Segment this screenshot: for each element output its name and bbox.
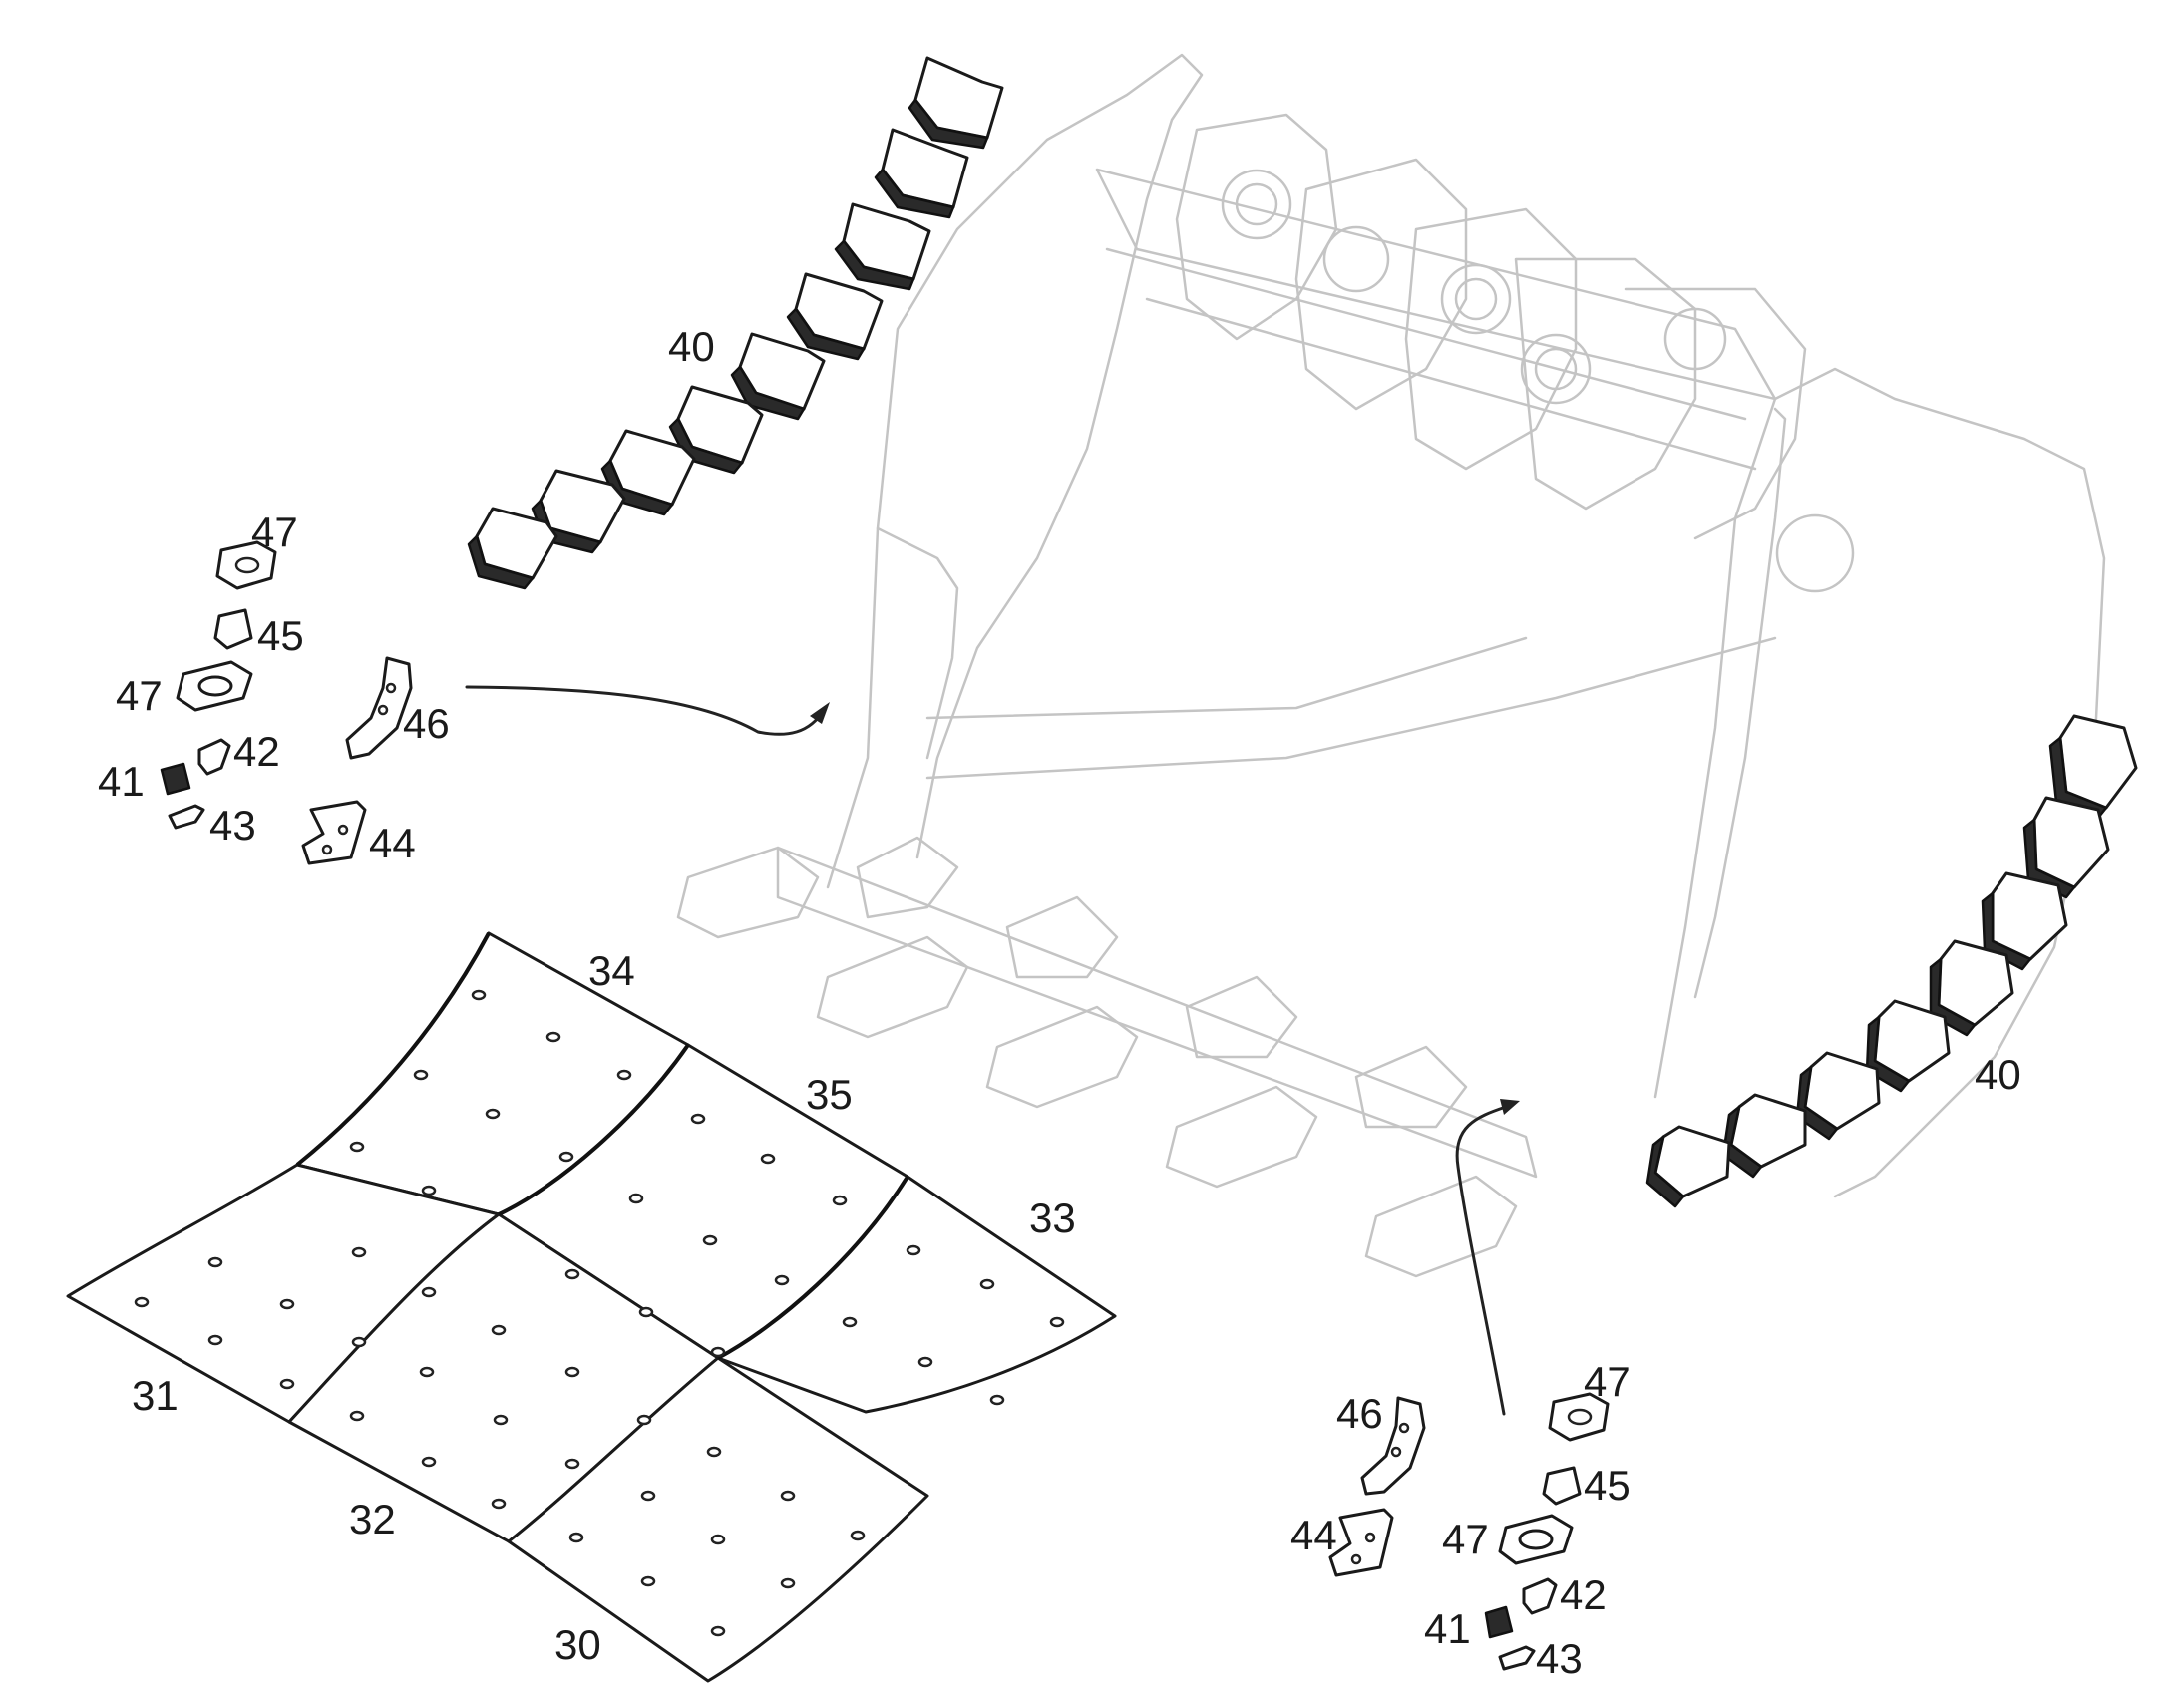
- label-41-right: 41: [1424, 1605, 1471, 1652]
- bucket-body: [676, 53, 2106, 1278]
- leader-arrows: [465, 685, 1520, 1416]
- label-45-right: 45: [1584, 1462, 1631, 1509]
- label-41-left: 41: [98, 758, 145, 805]
- label-42-left: 42: [233, 728, 280, 775]
- label-35: 35: [806, 1071, 853, 1118]
- part-41-left: [160, 762, 191, 796]
- part-43-left: [168, 804, 205, 830]
- label-44-left: 44: [369, 820, 416, 866]
- label-47-right-bottom: 47: [1442, 1516, 1489, 1562]
- label-33: 33: [1029, 1195, 1076, 1241]
- part-43-right: [1498, 1645, 1536, 1671]
- part-42-left: [197, 738, 231, 776]
- label-44-right: 44: [1290, 1512, 1337, 1558]
- label-47-left-top: 47: [251, 509, 298, 555]
- callout-labels: 34 35 33 31 32 30 40 40 47 45 47 46 42 4…: [98, 323, 2021, 1682]
- wear-segments-right: [1645, 714, 2138, 1208]
- small-parts-left: [160, 540, 413, 865]
- part-46-right: [1360, 1396, 1426, 1496]
- label-46-left: 46: [403, 700, 450, 747]
- label-32: 32: [349, 1496, 396, 1542]
- part-45-right: [1542, 1466, 1582, 1506]
- label-34: 34: [588, 947, 635, 994]
- wear-segments-left: [467, 56, 1004, 590]
- label-40-right: 40: [1975, 1051, 2021, 1098]
- label-47-left-bottom: 47: [116, 672, 163, 719]
- label-40-left: 40: [668, 323, 715, 370]
- label-43-right: 43: [1536, 1635, 1583, 1682]
- arrow-head-left: [810, 702, 830, 724]
- small-parts-right: [1328, 1392, 1610, 1671]
- part-44-left: [301, 800, 367, 865]
- part-42-right: [1522, 1577, 1558, 1615]
- label-43-left: 43: [209, 802, 256, 849]
- label-46-right: 46: [1336, 1390, 1383, 1437]
- label-47-right-top: 47: [1584, 1358, 1631, 1405]
- arrow-head-right: [1500, 1099, 1520, 1115]
- wear-plates: [66, 931, 1117, 1683]
- part-45-left: [213, 608, 253, 650]
- label-31: 31: [132, 1372, 179, 1419]
- part-41-right: [1484, 1605, 1514, 1639]
- label-30: 30: [554, 1621, 601, 1668]
- part-44-right: [1328, 1508, 1394, 1577]
- label-45-left: 45: [257, 612, 304, 659]
- label-42-right: 42: [1560, 1571, 1607, 1618]
